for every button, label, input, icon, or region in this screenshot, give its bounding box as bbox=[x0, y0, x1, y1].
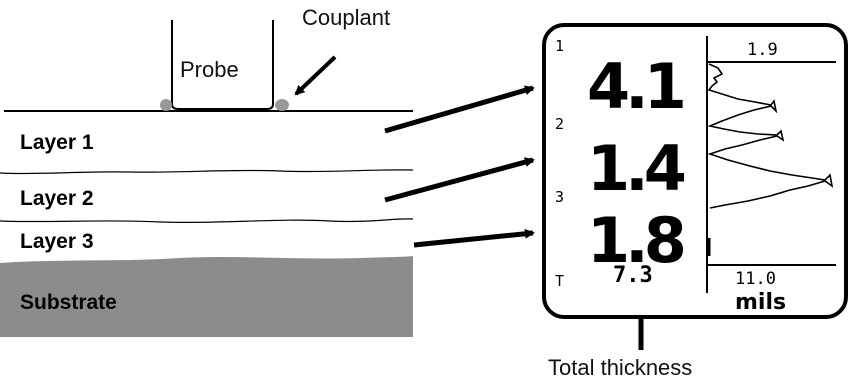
total-value: 7.3 bbox=[613, 263, 653, 288]
reading-3-index: 3 bbox=[555, 188, 564, 206]
reading-2-index: 2 bbox=[555, 115, 564, 133]
boundary-layer1-layer2 bbox=[0, 169, 414, 175]
reading-2-value: 1.4 bbox=[587, 132, 685, 205]
reading-3-value: 1.8 bbox=[587, 204, 684, 277]
scale-top-label: 1.9 bbox=[747, 40, 778, 60]
gauge-display: 1 4.1 2 1.4 3 1.8 T 7.3 1.9 11.0 mils bbox=[542, 23, 848, 319]
echo-waveform bbox=[707, 63, 834, 209]
layer-2-arrow bbox=[384, 157, 535, 203]
layer-2-label: Layer 2 bbox=[20, 187, 94, 210]
total-thickness-label: Total thickness bbox=[548, 355, 692, 380]
couplant-arrow bbox=[294, 55, 337, 96]
display-frame bbox=[542, 23, 848, 319]
scale-bottom-label: 11.0 bbox=[735, 269, 776, 289]
boundary-layer2-layer3 bbox=[0, 218, 414, 224]
couplant-right-blob bbox=[275, 99, 289, 111]
probe-body bbox=[171, 20, 274, 110]
layer-3-arrow bbox=[413, 228, 535, 248]
unit-label: mils bbox=[735, 290, 786, 315]
probe-label: Probe bbox=[180, 57, 239, 82]
substrate-block bbox=[0, 256, 413, 337]
couplant-left-blob bbox=[160, 99, 172, 111]
layer-1-label: Layer 1 bbox=[20, 131, 94, 154]
cross-section: Probe Couplant Layer 1 Layer 2 Layer 3 S… bbox=[0, 5, 414, 337]
substrate-label: Substrate bbox=[20, 291, 117, 314]
reading-1-value: 4.1 bbox=[587, 50, 683, 123]
layer-3-label: Layer 3 bbox=[20, 230, 94, 253]
reading-1-index: 1 bbox=[555, 37, 564, 55]
layer-1-arrow bbox=[384, 85, 535, 134]
total-index: T bbox=[555, 272, 564, 290]
couplant-label: Couplant bbox=[302, 5, 390, 30]
